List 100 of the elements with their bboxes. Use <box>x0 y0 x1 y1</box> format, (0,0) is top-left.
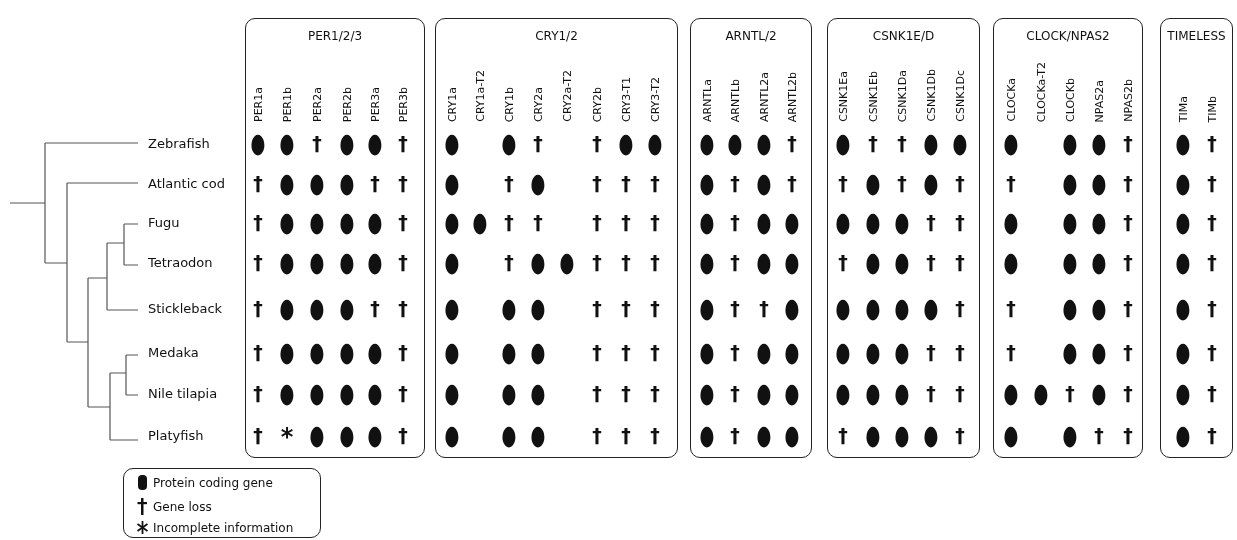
species-name: Nile tilapia <box>148 386 218 400</box>
gene-loss-mark: † <box>533 212 543 232</box>
gene-loss-mark: † <box>592 173 602 193</box>
gene-mark: ● <box>699 294 715 322</box>
gene-loss-mark: † <box>1123 212 1133 232</box>
gene-mark: ● <box>865 169 881 197</box>
gene-loss-mark: † <box>1123 133 1133 153</box>
gene-mark: ● <box>699 379 715 407</box>
gene-name: NPAS2b <box>1122 79 1134 122</box>
gene-mark: ● <box>1062 338 1078 366</box>
gene-mark: ● <box>1062 129 1078 157</box>
gene-name: CLOCKa <box>1005 78 1017 122</box>
gene-mark: ● <box>339 129 355 157</box>
gene-mark: ● <box>279 208 295 236</box>
gene-loss-mark: † <box>621 383 631 403</box>
gene-loss-mark: † <box>370 173 380 193</box>
species-name: Medaka <box>148 345 199 359</box>
gene-mark: ● <box>339 169 355 197</box>
gene-name: ARNTL2b <box>786 71 798 122</box>
gene-loss-mark: † <box>592 425 602 445</box>
gene-mark: ● <box>1175 208 1191 236</box>
legend-text: Protein coding gene <box>153 476 273 490</box>
gene-name: CSNK1Ea <box>837 71 849 122</box>
gene-mark: ● <box>367 208 383 236</box>
gene-loss-mark: † <box>897 173 907 193</box>
gene-mark: ● <box>952 129 968 157</box>
gene-loss-mark: † <box>592 383 602 403</box>
gene-mark: ● <box>501 421 517 449</box>
table-panel <box>993 18 1143 458</box>
gene-mark: ● <box>1175 294 1191 322</box>
gene-loss-mark: † <box>398 298 408 318</box>
gene-name: PER1a <box>252 87 264 122</box>
gene-family-heading: PER1/2/3 <box>307 29 363 43</box>
gene-mark: ● <box>367 129 383 157</box>
gene-mark: ● <box>501 379 517 407</box>
gene-loss-mark: † <box>398 425 408 445</box>
gene-loss-mark: † <box>759 298 769 318</box>
gene-loss-mark: † <box>592 252 602 272</box>
gene-name: PER2a <box>311 87 323 122</box>
gene-mark: ● <box>618 129 634 157</box>
gene-loss-mark: † <box>1123 425 1133 445</box>
gene-mark: ● <box>894 379 910 407</box>
gene-mark: ● <box>699 129 715 157</box>
gene-loss-mark: † <box>1207 298 1217 318</box>
gene-mark: ● <box>784 379 800 407</box>
gene-mark: ● <box>784 421 800 449</box>
gene-loss-mark: † <box>955 342 965 362</box>
gene-loss-mark: † <box>650 298 660 318</box>
legend-text: Incomplete information <box>153 521 294 535</box>
gene-loss-mark: † <box>926 342 936 362</box>
gene-loss-mark: † <box>1207 212 1217 232</box>
gene-loss-mark: † <box>398 173 408 193</box>
gene-mark: ● <box>309 208 325 236</box>
gene-name: PER1b <box>281 86 293 122</box>
gene-loss-mark: † <box>1123 383 1133 403</box>
gene-mark: ● <box>530 421 546 449</box>
gene-loss-mark: † <box>1207 252 1217 272</box>
gene-mark: ● <box>444 379 460 407</box>
gene-mark: ● <box>1175 169 1191 197</box>
gene-mark: ● <box>835 129 851 157</box>
gene-loss-mark: † <box>650 383 660 403</box>
gene-loss-mark: † <box>592 212 602 232</box>
gene-mark: ● <box>1003 248 1019 276</box>
gene-loss-mark: † <box>621 342 631 362</box>
gene-loss-mark: † <box>621 298 631 318</box>
gene-family-heading: CRY1/2 <box>535 29 578 43</box>
gene-mark: ● <box>784 248 800 276</box>
gene-mark: ● <box>923 169 939 197</box>
table-panel <box>690 18 812 458</box>
gene-mark: ● <box>1091 208 1107 236</box>
gene-name: CRY2b <box>591 86 603 122</box>
gene-loss-mark: † <box>926 383 936 403</box>
gene-mark: ● <box>339 248 355 276</box>
gene-mark: ● <box>367 379 383 407</box>
gene-mark: ● <box>309 294 325 322</box>
gene-loss-mark: † <box>253 212 263 232</box>
gene-loss-mark: † <box>1123 298 1133 318</box>
gene-loss-mark: † <box>533 133 543 153</box>
gene-mark: ● <box>1062 294 1078 322</box>
gene-mark: ● <box>530 169 546 197</box>
gene-name: PER3b <box>397 86 409 122</box>
gene-mark: ● <box>559 248 575 276</box>
gene-mark: ● <box>1091 129 1107 157</box>
gene-name: TIMb <box>1206 95 1218 122</box>
gene-loss-mark: † <box>868 133 878 153</box>
gene-mark: ● <box>279 379 295 407</box>
gene-loss-mark: † <box>398 383 408 403</box>
gene-loss-mark: † <box>1207 133 1217 153</box>
gene-loss-mark: † <box>504 212 514 232</box>
gene-mark: ● <box>1091 294 1107 322</box>
gene-loss-mark: † <box>730 252 740 272</box>
species-name: Platyfish <box>148 428 204 442</box>
gene-family-heading: ARNTL/2 <box>725 29 777 43</box>
gene-mark: ● <box>923 421 939 449</box>
gene-loss-mark: † <box>955 383 965 403</box>
gene-loss-mark: † <box>592 298 602 318</box>
gene-loss-mark: † <box>1065 383 1075 403</box>
legend-text: Gene loss <box>153 500 212 514</box>
gene-loss-mark: † <box>398 212 408 232</box>
gene-mark: ● <box>756 208 772 236</box>
